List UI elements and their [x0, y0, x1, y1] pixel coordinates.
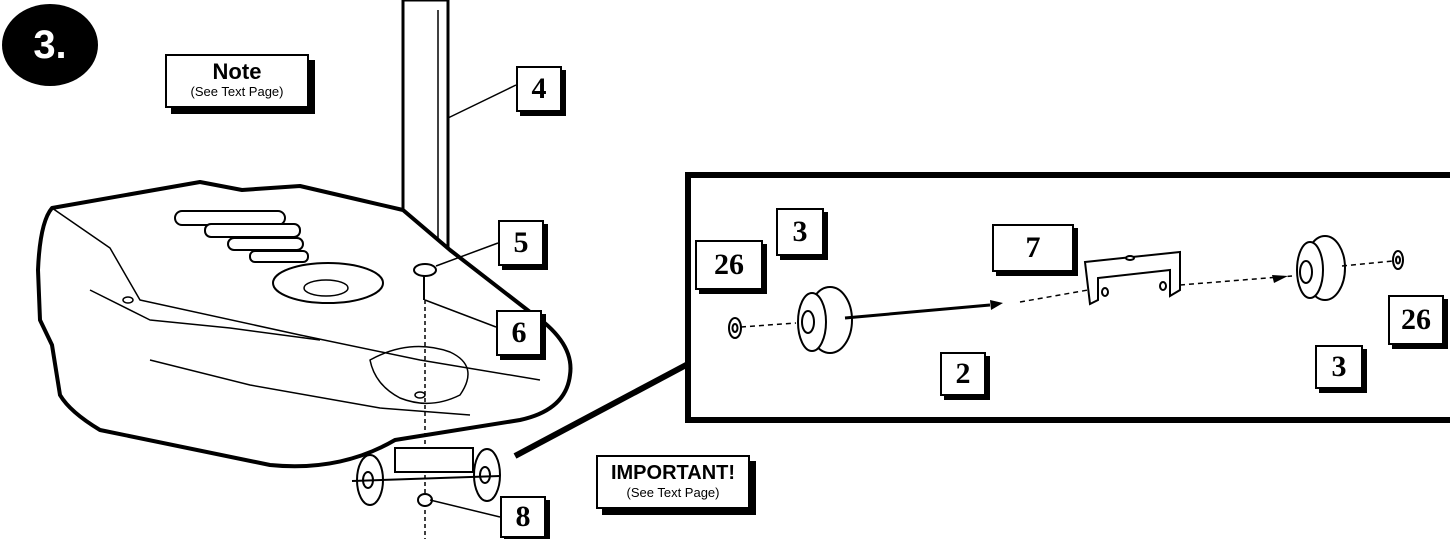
caster-assembly	[351, 447, 501, 506]
callout-wheel-right: 3	[1315, 345, 1363, 389]
pin	[413, 263, 437, 300]
callout-washer-right: 26	[1388, 295, 1444, 345]
callout-pin-upper: 5	[498, 220, 544, 266]
note-box: Note (See Text Page)	[165, 54, 309, 108]
callout-bracket: 7	[992, 224, 1074, 272]
important-subtitle: (See Text Page)	[626, 485, 720, 500]
inset-connector	[513, 361, 690, 459]
step-number-badge: 3.	[2, 4, 98, 86]
exploded-arrows	[990, 275, 1288, 310]
weighted-base	[36, 180, 573, 469]
callout-nut: 8	[500, 496, 546, 538]
note-title: Note	[212, 59, 262, 84]
important-title: IMPORTANT!	[610, 462, 736, 484]
note-subtitle: (See Text Page)	[190, 84, 284, 99]
callout-pin-lower: 6	[496, 310, 542, 356]
callout-wheel-left: 3	[776, 208, 824, 256]
callout-axle: 2	[940, 352, 986, 396]
nut	[417, 493, 433, 507]
callout-washer-left: 26	[695, 240, 763, 290]
important-box: IMPORTANT! (See Text Page)	[596, 455, 750, 509]
callout-upright: 4	[516, 66, 562, 112]
exploded-parts	[728, 235, 1404, 354]
